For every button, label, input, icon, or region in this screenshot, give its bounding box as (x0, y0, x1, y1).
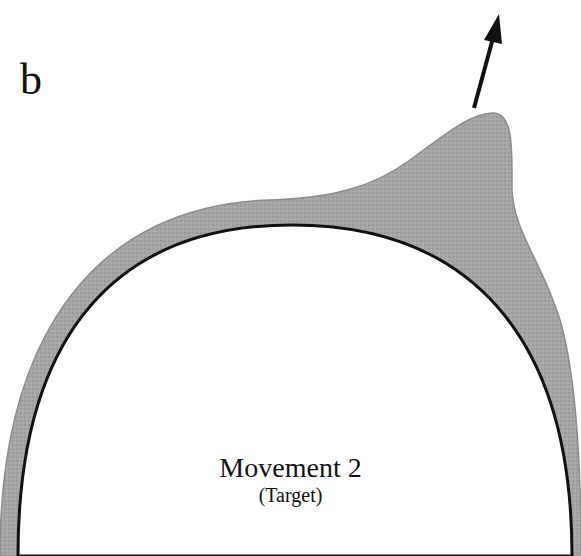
dome-region: Movement 2(Target) (0, 100, 581, 556)
arrow-head (484, 14, 502, 44)
inner-dome (18, 225, 572, 556)
text-stack: Movement 2(Target) (0, 452, 581, 507)
outer-band (0, 113, 581, 556)
region-subtitle: (Target) (259, 484, 323, 507)
region-title: Movement 2 (219, 452, 361, 484)
arrow-shaft (474, 38, 493, 108)
panel-letter: b (20, 58, 42, 102)
